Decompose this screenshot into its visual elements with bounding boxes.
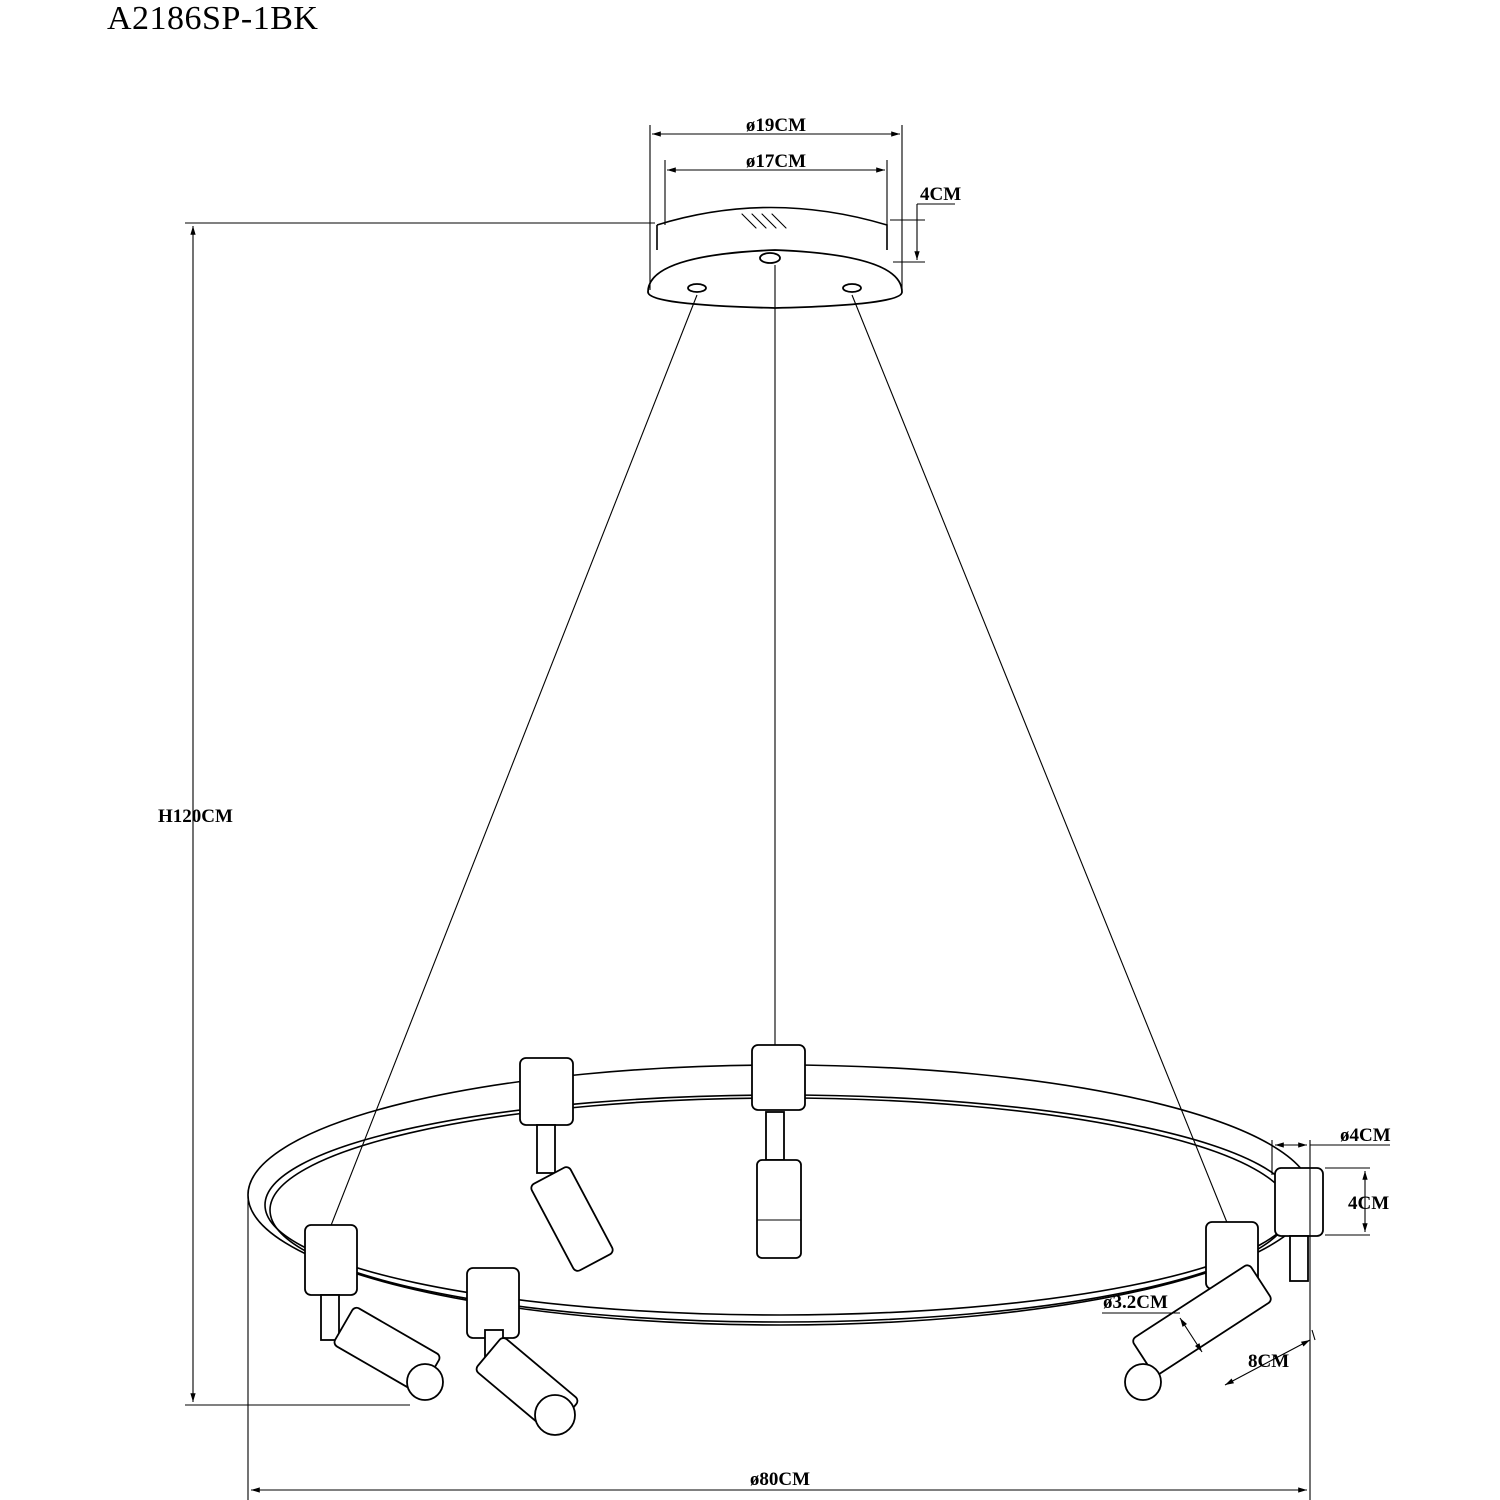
ring-diameter-label: ø80CM — [750, 1469, 810, 1490]
dimension-lines — [185, 125, 1390, 1500]
spot-diameter-label: ø3.2CM — [1103, 1292, 1168, 1313]
total-height-label: H120CM — [158, 806, 233, 827]
mount-height-label: 4CM — [1348, 1193, 1389, 1214]
tube-diameter-label: ø4CM — [1340, 1125, 1391, 1146]
suspension-cables — [329, 265, 1229, 1229]
spot-length-label: 8CM — [1248, 1351, 1289, 1372]
model-title: A2186SP-1BK — [107, 0, 319, 37]
vent-slots-icon — [741, 213, 787, 229]
canopy-inner-diameter-label: ø17CM — [746, 151, 806, 172]
canopy-height-label: 4CM — [920, 184, 961, 205]
canopy-outer-diameter-label: ø19CM — [746, 115, 806, 136]
spotlights — [304, 1044, 1324, 1436]
